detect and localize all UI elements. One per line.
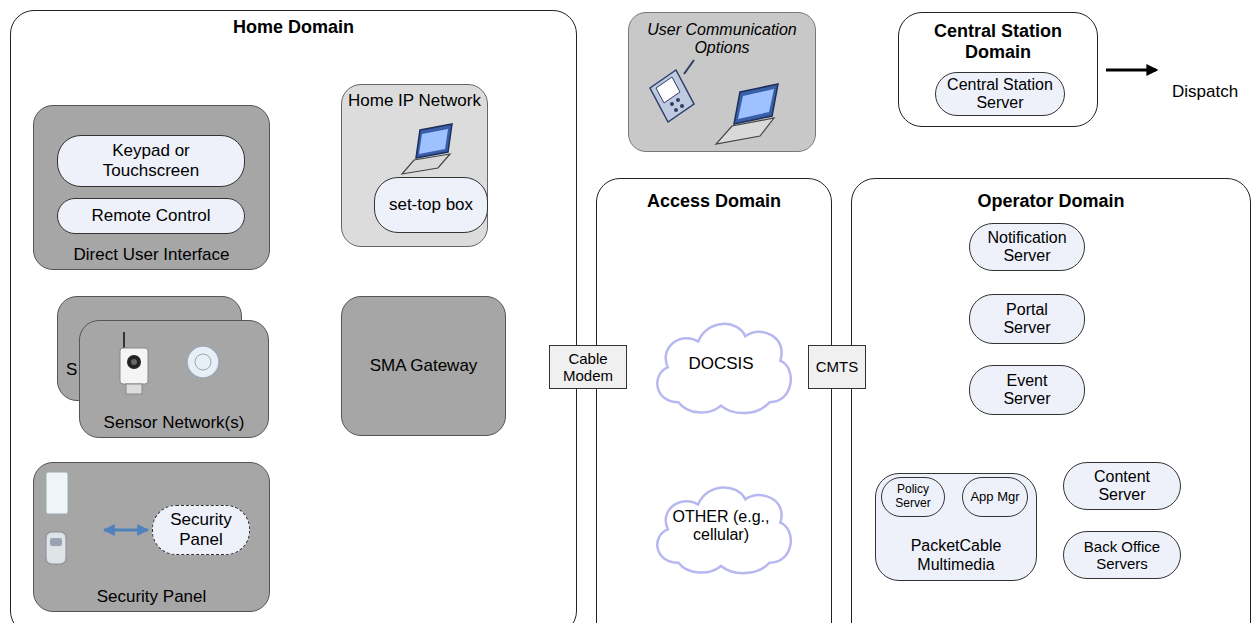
box-label: Security Panel [153, 510, 249, 549]
process-box: set-top box [374, 177, 488, 233]
box-label: Portal Server [970, 301, 1084, 338]
box-label: Content Server [1064, 468, 1180, 505]
box-title: Direct User Interface [34, 245, 269, 265]
box-title: User Communication Options [629, 21, 815, 58]
domain-region: Home DomainDirect User Interface Keypad o… [10, 10, 577, 623]
server-box: Content Server [1063, 462, 1181, 510]
box-label: OTHER (e.g., cellular) [645, 508, 797, 545]
smoke-detector-icon [187, 346, 219, 378]
box-title: Security Panel [34, 587, 269, 607]
box-label: CMTS [809, 358, 865, 375]
box-title: SMA Gateway [342, 356, 505, 376]
box-label: Keypad or Touchscreen [58, 141, 244, 180]
box-label: Event Server [970, 372, 1084, 409]
box-label: set-top box [375, 195, 487, 215]
laptop-icon [716, 84, 778, 144]
box-title: Central Station Domain [899, 21, 1097, 62]
domain-region: Central Station DomainCentral Station Se… [898, 12, 1098, 127]
dispatch-arrow [1106, 69, 1156, 72]
server-box: Policy Server [881, 477, 945, 517]
box-label: App Mgr [963, 490, 1027, 505]
process-box: Keypad or Touchscreen [57, 135, 245, 187]
server-box: Event Server [969, 365, 1085, 415]
network-box: Home IP Network set-top box [341, 84, 488, 247]
box-title: Sensor Network(s) [80, 413, 268, 433]
server-box: Back Office Servers [1063, 531, 1181, 579]
server-box: App Mgr [962, 477, 1028, 517]
box-title: S [62, 360, 241, 380]
server-box: Notification Server [969, 223, 1085, 271]
sensor-icon [46, 472, 68, 564]
gateway-box: SMA Gateway [341, 296, 506, 436]
group-box: PacketCable Multimedia Policy Server App M… [875, 473, 1037, 581]
network-cloud: DOCSIS [645, 312, 797, 416]
device-box: Cable Modem [549, 345, 627, 389]
camera-icon [120, 332, 148, 394]
box-title: Home IP Network [342, 91, 487, 111]
free-label: Dispatch [1172, 82, 1238, 102]
process-box: Remote Control [57, 198, 245, 234]
box-label: DOCSIS [645, 354, 797, 374]
group-box: User Communication Options [628, 12, 816, 152]
box-title: Home Domain [11, 17, 576, 38]
phone-icon [650, 60, 694, 122]
device-box: CMTS [808, 345, 866, 389]
box-label: Remote Control [58, 206, 244, 226]
server-box: Central Station Server [935, 72, 1065, 116]
box-label: Central Station Server [936, 76, 1064, 113]
server-box: Portal Server [969, 294, 1085, 344]
network-cloud: OTHER (e.g., cellular) [645, 476, 797, 576]
group-box: Direct User Interface Keypad or Touchscre… [33, 105, 270, 270]
process-box: Security Panel [152, 505, 250, 555]
box-title: Access Domain [597, 191, 831, 212]
box-label: Back Office Servers [1064, 538, 1180, 573]
domain-region: Access DomainDOCSIS OTHER (e.g., cellular… [596, 178, 832, 623]
group-box: Security PanelSecurity Panel [33, 462, 270, 612]
laptop-icon [402, 124, 452, 174]
box-label: Policy Server [882, 483, 944, 511]
link-arrow [104, 529, 148, 532]
box-title: PacketCable Multimedia [876, 537, 1036, 574]
box-label: Notification Server [970, 229, 1084, 266]
domain-region: Operator DomainNotification ServerPortal… [851, 178, 1251, 623]
box-title: Operator Domain [852, 191, 1250, 212]
box-label: Cable Modem [550, 350, 626, 385]
group-box: Sensor Network(s) [79, 320, 269, 438]
